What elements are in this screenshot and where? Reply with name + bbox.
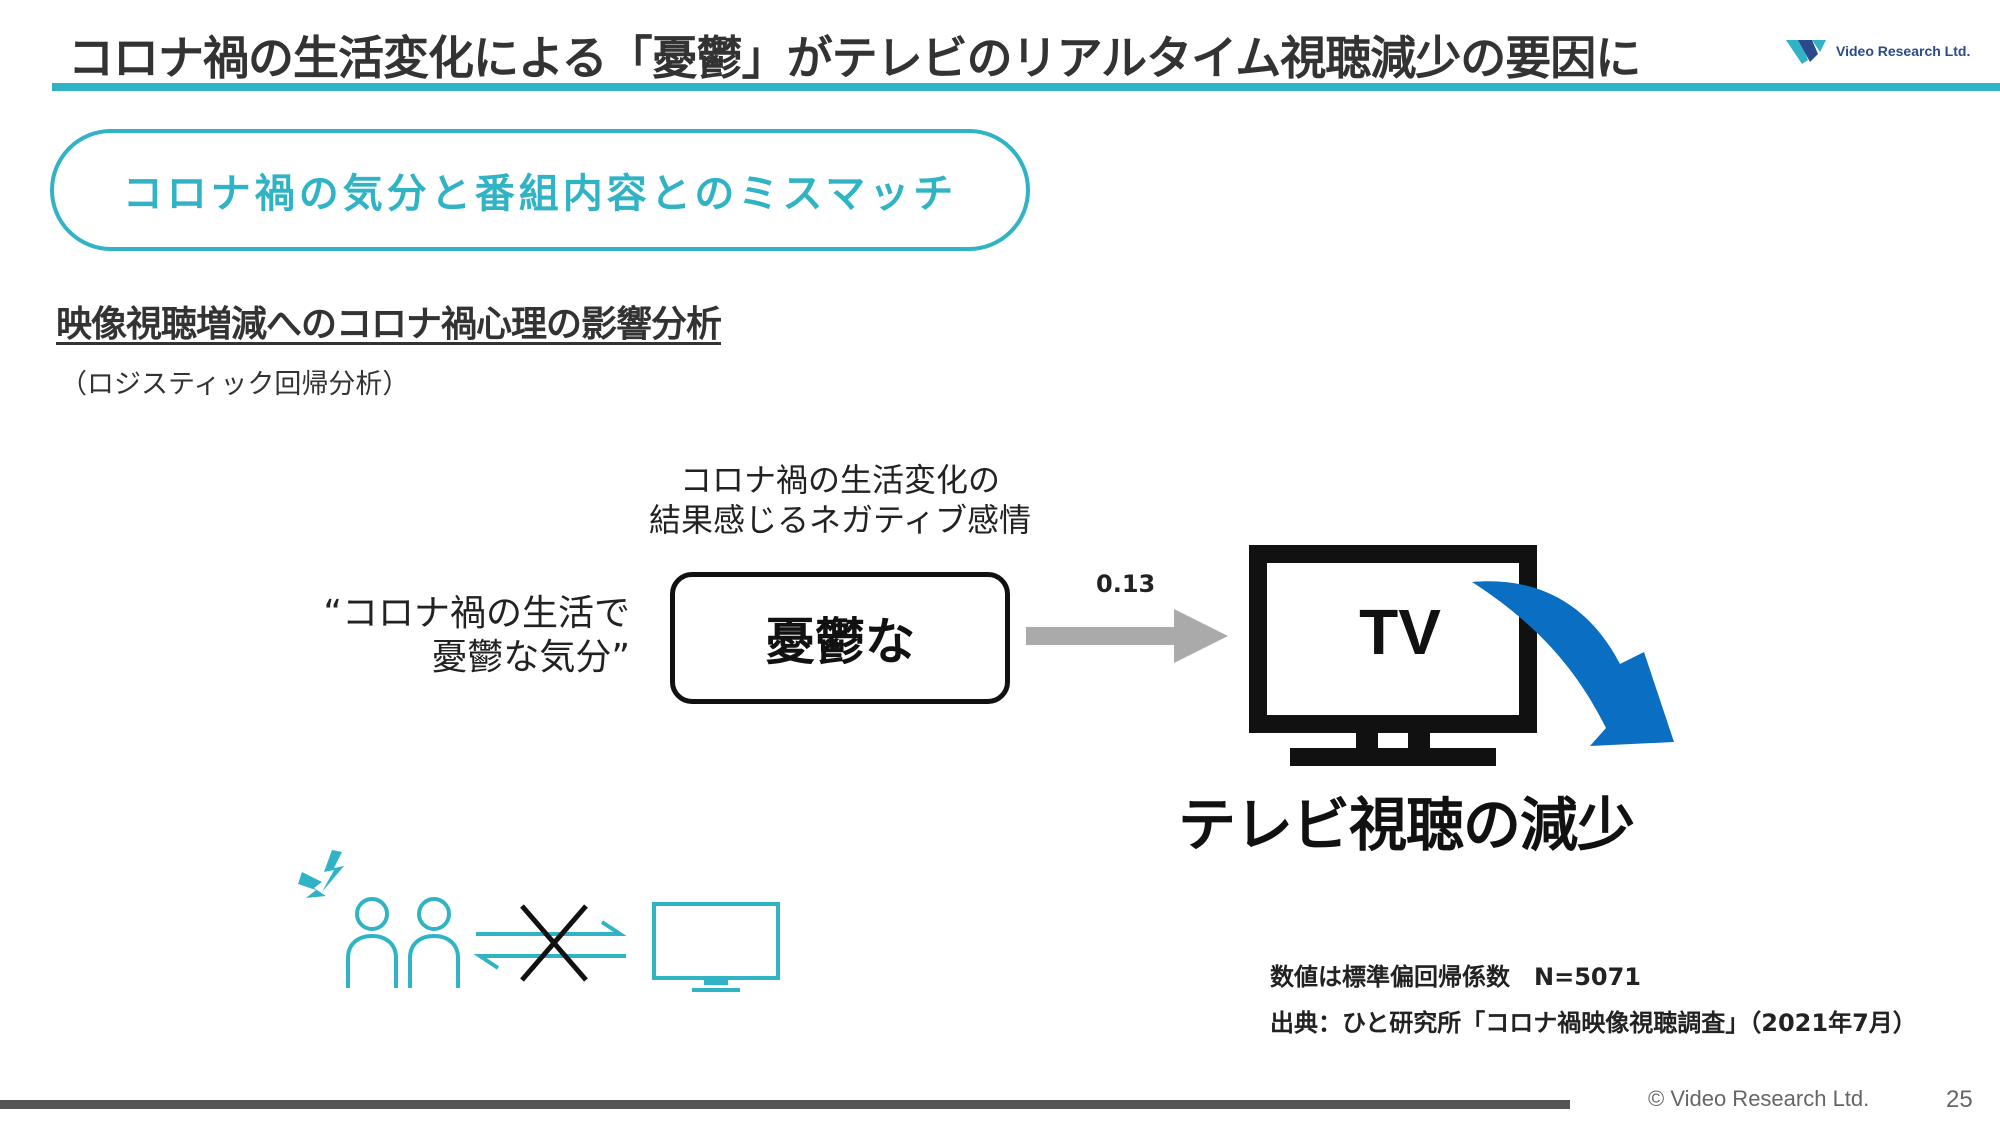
mood-box: 憂鬱な xyxy=(670,572,1010,704)
page-title: コロナ禍の生活変化による「憂鬱」がテレビのリアルタイム視聴減少の要因に xyxy=(68,31,1641,85)
theme-banner: コロナ禍の気分と番組内容とのミスマッチ xyxy=(50,129,1030,251)
section-subheading: （ロジスティック回帰分析） xyxy=(60,369,410,400)
theme-banner-label: コロナ禍の気分と番組内容とのミスマッチ xyxy=(122,171,958,217)
outcome-label: テレビ視聴の減少 xyxy=(1178,791,1635,859)
negative-caption-line1: コロナ禍の生活変化の xyxy=(679,461,1000,499)
company-logo: Video Research Ltd. xyxy=(1784,36,1970,66)
exchange-arrows-icon xyxy=(473,920,627,970)
monitor-icon xyxy=(652,902,780,992)
vr-logo-icon xyxy=(1786,40,1826,64)
source-note: 出典：ひと研究所「コロナ禍映像視聴調査」（2021年7月） xyxy=(1270,1009,1917,1037)
copyright: © Video Research Ltd. xyxy=(1648,1086,1870,1111)
section-heading: 映像視聴増減へのコロナ禍心理の影響分析 xyxy=(56,304,722,345)
mood-box-label: 憂鬱な xyxy=(765,613,915,671)
quote-line2: 憂鬱な気分” xyxy=(431,637,630,678)
survey-quote: “コロナ禍の生活で 憂鬱な気分” xyxy=(240,592,630,680)
coefficient-note: 数値は標準偏回帰係数 N=5071 xyxy=(1270,963,1641,991)
tv-label: TV xyxy=(1359,596,1441,668)
negative-caption-line2: 結果感じるネガティブ感情 xyxy=(648,501,1032,539)
quote-line1: “コロナ禍の生活で xyxy=(323,593,630,634)
lightning-icon xyxy=(298,850,344,898)
coefficient-label: 0.13 xyxy=(1096,570,1156,598)
mismatch-illustration xyxy=(298,850,780,992)
down-curved-arrow-icon xyxy=(1472,581,1674,746)
title-underline xyxy=(52,83,2000,91)
negative-emotion-caption: コロナ禍の生活変化の 結果感じるネガティブ感情 xyxy=(610,460,1070,540)
right-arrow-icon xyxy=(1026,609,1228,663)
cross-icon xyxy=(520,904,588,982)
logo-text: Video Research Ltd. xyxy=(1836,43,1971,59)
page-number: 25 xyxy=(1946,1086,1973,1113)
footer-rule xyxy=(0,1100,1570,1109)
people-icon xyxy=(346,897,460,988)
